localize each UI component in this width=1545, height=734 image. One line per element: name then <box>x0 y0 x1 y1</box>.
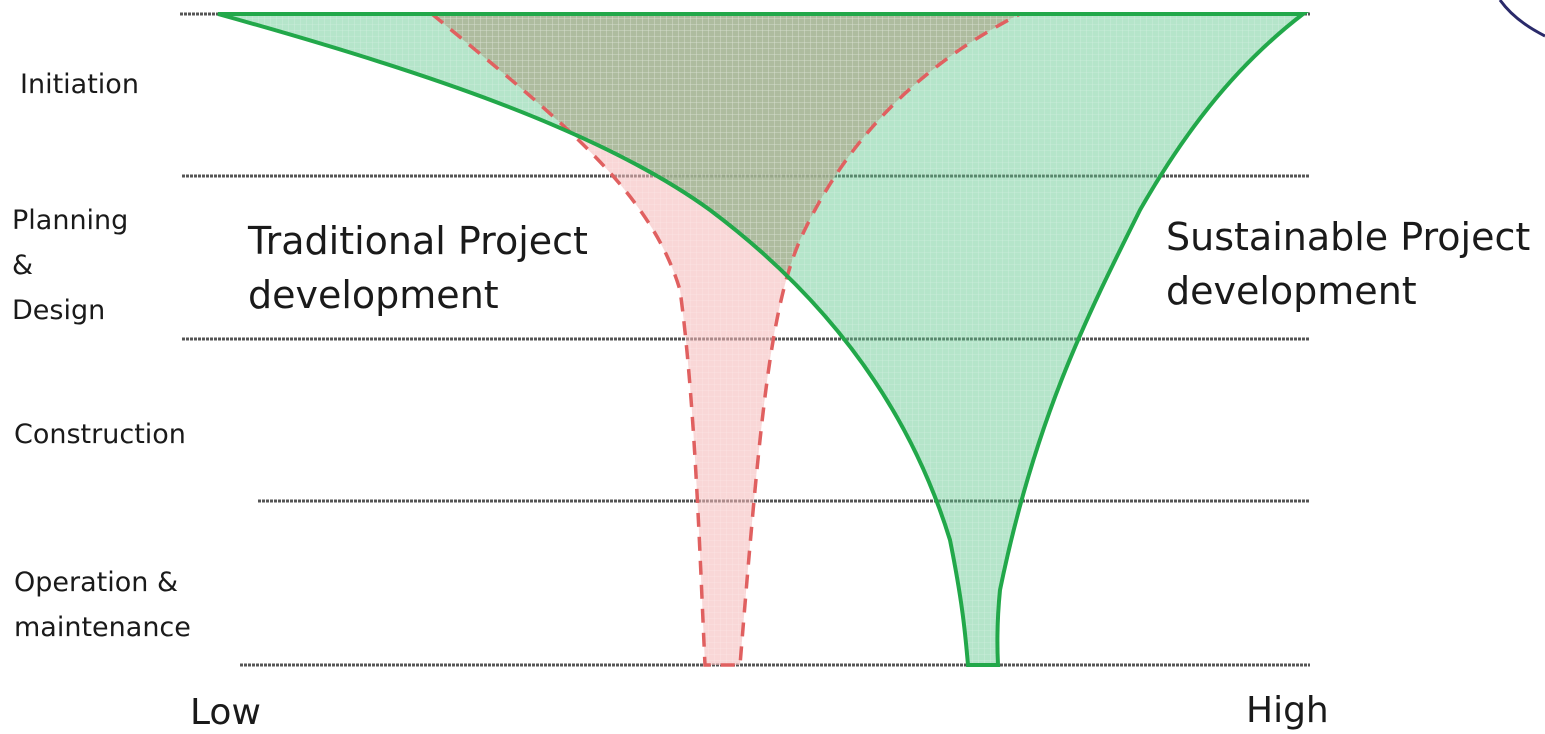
traditional-series-label: Traditional Project development <box>248 219 588 317</box>
sustainable-grid-texture <box>218 14 1303 665</box>
sustainable-funnel-outline <box>217 12 1309 667</box>
sustainable-series-label: Sustainable Project development <box>1166 215 1531 313</box>
stage-label-planning-design: Planning & Design <box>12 205 129 326</box>
traditional-funnel-outline <box>430 12 1021 667</box>
stage-label-operation-maintenance: Operation & maintenance <box>14 567 191 643</box>
stage-label-initiation: Initiation <box>20 69 139 100</box>
axis-low-label: Low <box>190 692 261 733</box>
traditional-grid-texture <box>432 14 1020 665</box>
axis-high-label: High <box>1246 690 1329 731</box>
corner-arc-decoration <box>1498 0 1545 38</box>
stage-label-construction: Construction <box>14 419 186 450</box>
